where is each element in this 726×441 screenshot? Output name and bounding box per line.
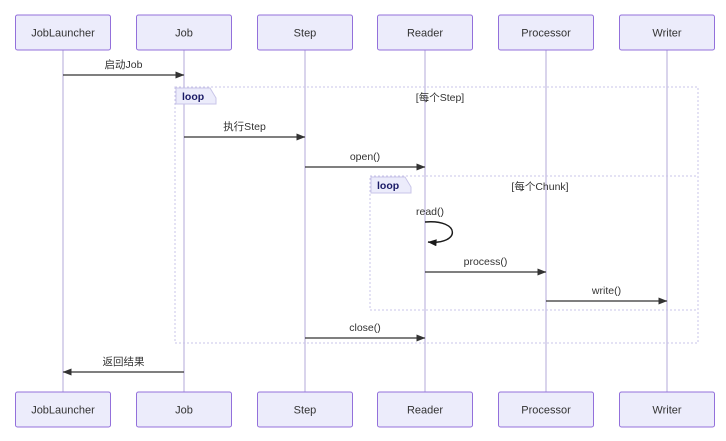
participant-writer-bottom[interactable]: Writer [619,391,715,428]
message-label: close() [349,322,381,334]
lifelines-layer [62,50,668,392]
loop-frames-layer: loop [每个Step] loop [每个Chunk] [174,86,699,344]
frame-tag-label: loop [377,180,399,192]
message-self-arrow [424,221,454,247]
message-label: write() [591,285,621,297]
message-m8: 返回结果 [62,355,184,376]
frame-loop-chunk: loop [每个Chunk] [369,175,699,311]
participant-reader-top[interactable]: Reader [377,14,473,51]
message-m5: process() [425,256,547,276]
frame-tag-shape [370,176,412,194]
message-m4: read() [416,206,454,247]
participant-writer-top[interactable]: Writer [619,14,715,51]
frame-loop-step: loop [每个Step] [174,86,699,344]
participant-label: Job [175,404,193,416]
participant-box[interactable] [498,391,594,428]
participant-label: Processor [521,404,571,416]
participants-top: JobLauncher Job Step Reader Processor Writer [15,14,715,51]
participant-box[interactable] [377,14,473,51]
participant-label: Writer [652,27,681,39]
frame-condition-label: [每个Step] [416,91,465,104]
participant-box[interactable] [136,391,232,428]
message-label: 返回结果 [103,355,145,368]
message-m7: close() [305,322,426,342]
message-m2: 执行Step [184,120,306,141]
message-m3: open() [305,151,426,171]
frame-tag-shape [175,87,217,105]
participant-job-top[interactable]: Job [136,14,232,51]
message-m1: 启动Job [63,58,185,79]
participant-label: Reader [407,404,443,416]
participant-joblauncher-bottom[interactable]: JobLauncher [15,391,111,428]
participant-box[interactable] [619,14,715,51]
participant-box[interactable] [257,14,353,51]
participant-label: Writer [652,404,681,416]
participant-joblauncher-top[interactable]: JobLauncher [15,14,111,51]
frame-condition-label: [每个Chunk] [511,180,568,193]
participant-label: Processor [521,27,571,39]
messages-layer: 启动Job 执行Step open() read() process() write() c… [62,58,668,376]
participant-box[interactable] [257,391,353,428]
participant-label: JobLauncher [31,27,95,39]
frame-border [369,175,699,311]
participant-step-bottom[interactable]: Step [257,391,353,428]
frame-tag-label: loop [182,91,204,103]
message-label: 启动Job [105,58,143,71]
participant-box[interactable] [498,14,594,51]
participant-box[interactable] [15,391,111,428]
participant-label: Step [294,404,317,416]
message-label: open() [350,151,380,163]
participant-step-top[interactable]: Step [257,14,353,51]
participant-box[interactable] [15,14,111,51]
participant-job-bottom[interactable]: Job [136,391,232,428]
frame-border [174,86,699,344]
participant-label: JobLauncher [31,404,95,416]
message-m6: write() [546,285,668,305]
participant-label: Reader [407,27,443,39]
participant-label: Step [294,27,317,39]
message-label: process() [464,256,508,268]
message-label: 执行Step [223,120,266,133]
participant-box[interactable] [377,391,473,428]
participant-reader-bottom[interactable]: Reader [377,391,473,428]
participant-processor-bottom[interactable]: Processor [498,391,594,428]
participants-bottom: JobLauncher Job Step Reader Processor Writer [15,391,715,428]
participant-box[interactable] [619,391,715,428]
participant-box[interactable] [136,14,232,51]
message-label: read() [416,206,444,218]
participant-label: Job [175,27,193,39]
participant-processor-top[interactable]: Processor [498,14,594,51]
